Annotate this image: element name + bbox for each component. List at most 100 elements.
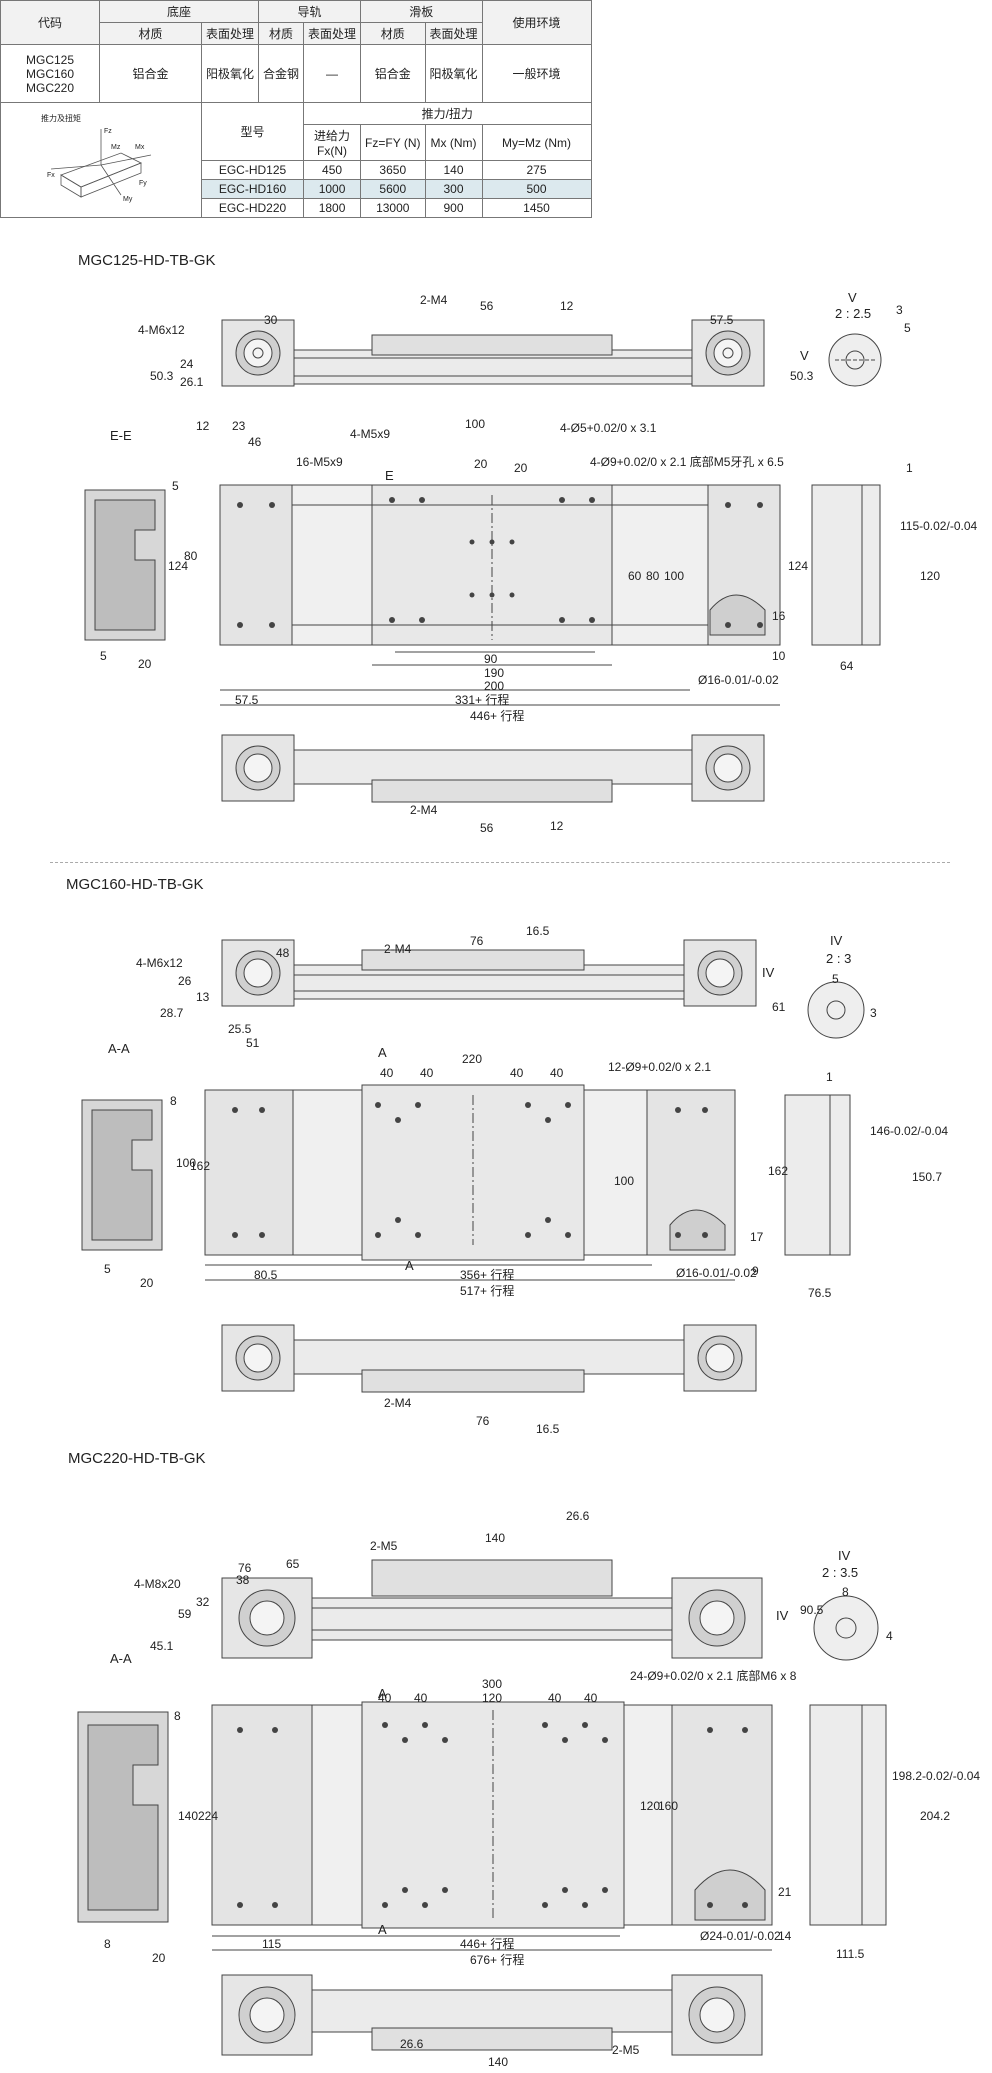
dim-26-1: 26.1	[180, 375, 204, 389]
force-diagram-cell: 推力及扭矩 Fz Mz Mx Fy My Fx	[0, 102, 202, 218]
dim-stroke517: 517+ 行程	[460, 1283, 514, 1298]
section-label: E-E	[110, 428, 132, 443]
dim-80s: 80	[184, 549, 198, 563]
dim-m4-bot: 2-M4	[384, 1396, 412, 1410]
model-cell: EGC-HD220	[200, 198, 305, 218]
view-label: IV	[830, 933, 843, 948]
spec-table: 代码 底座 导轨 滑板 使用环境 材质 表面处理 材质 表面处理 材质 表面处理…	[0, 0, 592, 218]
cut-marker-bottom: A	[405, 1258, 414, 1273]
dim-26: 26	[178, 974, 192, 988]
my-cell: 1450	[481, 198, 592, 218]
dim-120: 120	[920, 569, 940, 583]
fz-cell: 3650	[360, 160, 426, 180]
cut-marker-top: A	[378, 1045, 387, 1060]
dim-40d: 40	[550, 1066, 564, 1080]
dim-8b: 8	[104, 1937, 111, 1951]
dim-hole12: 12-Ø9+0.02/0 x 2.1	[608, 1060, 711, 1074]
view-marker: IV	[762, 965, 775, 980]
dim-13: 13	[196, 990, 210, 1004]
dim-100s: 100	[176, 1156, 196, 1170]
dim-115: 115-0.02/-0.04	[900, 519, 977, 533]
view-scale: 2 : 2.5	[835, 306, 871, 321]
dim-shaft16: Ø16-0.01/-0.02	[698, 673, 779, 687]
dim-204-2: 204.2	[920, 1809, 950, 1823]
dim-m5x9: 4-M5x9	[350, 427, 390, 441]
fx-cell: 1800	[303, 198, 362, 218]
plan-slide	[371, 484, 613, 646]
dim-stroke331: 331+ 行程	[455, 692, 509, 707]
dim-tap-ends: 4-M8x20	[134, 1577, 181, 1591]
dim-51: 51	[246, 1036, 260, 1050]
label-fx: Fx	[47, 172, 55, 179]
dim-76-top: 76	[470, 934, 484, 948]
dim-21h: 21	[778, 1885, 792, 1899]
mx-cell: 900	[424, 198, 483, 218]
dim-8s: 8	[174, 1709, 181, 1723]
dim-190: 190	[484, 666, 504, 680]
dim-hole9: 4-Ø9+0.02/0 x 2.1 底部M5牙孔 x 6.5	[590, 454, 784, 469]
dim-v8: 8	[842, 1585, 849, 1599]
cut-marker-top: A	[378, 1686, 387, 1701]
force-caption: 推力及扭矩	[41, 113, 81, 123]
section-title-mgc160: MGC160-HD-TB-GK	[66, 876, 204, 893]
fz-cell: 13000	[360, 198, 426, 218]
dim-5s: 5	[104, 1262, 111, 1276]
dim-m4-bot: 2-M4	[410, 803, 438, 817]
dim-5b: 5	[100, 649, 107, 663]
th-mx: Mx (Nm)	[424, 124, 483, 161]
dim-38: 38	[236, 1573, 250, 1587]
dim-v5: 5	[832, 972, 839, 986]
view-scale: 2 : 3	[826, 951, 851, 966]
dim-tap-ends: 4-M6x12	[138, 323, 185, 337]
dim-12-side: 12	[196, 419, 210, 433]
dim-124: 124	[168, 559, 188, 573]
model-cell: EGC-HD125	[200, 160, 305, 180]
dim-140s: 140	[178, 1809, 198, 1823]
dim-28-7: 28.7	[160, 1006, 184, 1020]
dim-14h: 14	[778, 1929, 792, 1943]
dim-220: 220	[462, 1052, 482, 1066]
slide-surface: 阳极氧化	[424, 44, 483, 103]
dim-40b: 40	[420, 1066, 434, 1080]
dim-111-5: 111.5	[836, 1947, 865, 1961]
dim-5s: 5	[172, 479, 179, 493]
dim-12-top: 12	[560, 299, 574, 313]
dim-76: 76	[238, 1561, 252, 1575]
dim-16-5-bot: 16.5	[536, 1422, 560, 1436]
my-cell: 500	[481, 179, 592, 199]
th-force: 推力/扭力	[303, 102, 592, 125]
dim-40c: 40	[548, 1691, 562, 1705]
dim-150-7: 150.7	[912, 1170, 942, 1184]
dim-hole5: 4-Ø5+0.02/0 x 3.1	[560, 421, 657, 435]
dim-50-3-right: 50.3	[790, 369, 814, 383]
model-cell: EGC-HD160	[200, 179, 305, 199]
dim-tap-ends: 4-M6x12	[136, 956, 183, 970]
dim-hole24: 24-Ø9+0.02/0 x 2.1 底部M6 x 8	[630, 1668, 797, 1683]
dim-shaft24: Ø24-0.01/-0.02	[700, 1929, 781, 1943]
dim-1r: 1	[906, 461, 913, 475]
dim-40c: 40	[510, 1066, 524, 1080]
dim-20b: 20	[514, 461, 528, 475]
dim-30: 30	[264, 313, 278, 327]
dim-v3: 3	[896, 303, 903, 317]
fx-cell: 1000	[303, 179, 362, 199]
label-fz: Fz	[104, 128, 112, 135]
dim-m4-top: 2-M4	[420, 293, 448, 307]
dim-80-5: 80.5	[254, 1268, 278, 1282]
th-slide-surface: 表面处理	[424, 22, 483, 45]
cut-marker: E	[385, 468, 394, 483]
dim-90: 90	[484, 652, 498, 666]
dim-12-bot: 12	[550, 819, 564, 833]
dim-9h: 9	[752, 1264, 759, 1278]
dim-m5-16: 16-M5x9	[296, 455, 343, 469]
my-cell: 275	[481, 160, 592, 180]
cut-marker-bottom: A	[378, 1922, 387, 1937]
dim-40d: 40	[584, 1691, 598, 1705]
dim-200: 200	[484, 679, 504, 693]
dim-20s: 20	[140, 1276, 154, 1290]
dim-16-5-top: 16.5	[526, 924, 550, 938]
slide-material: 铝合金	[360, 44, 426, 103]
dim-stroke676: 676+ 行程	[470, 1952, 524, 1967]
dim-23: 23	[232, 419, 246, 433]
codes-cell: MGC125 MGC160 MGC220	[0, 44, 100, 103]
